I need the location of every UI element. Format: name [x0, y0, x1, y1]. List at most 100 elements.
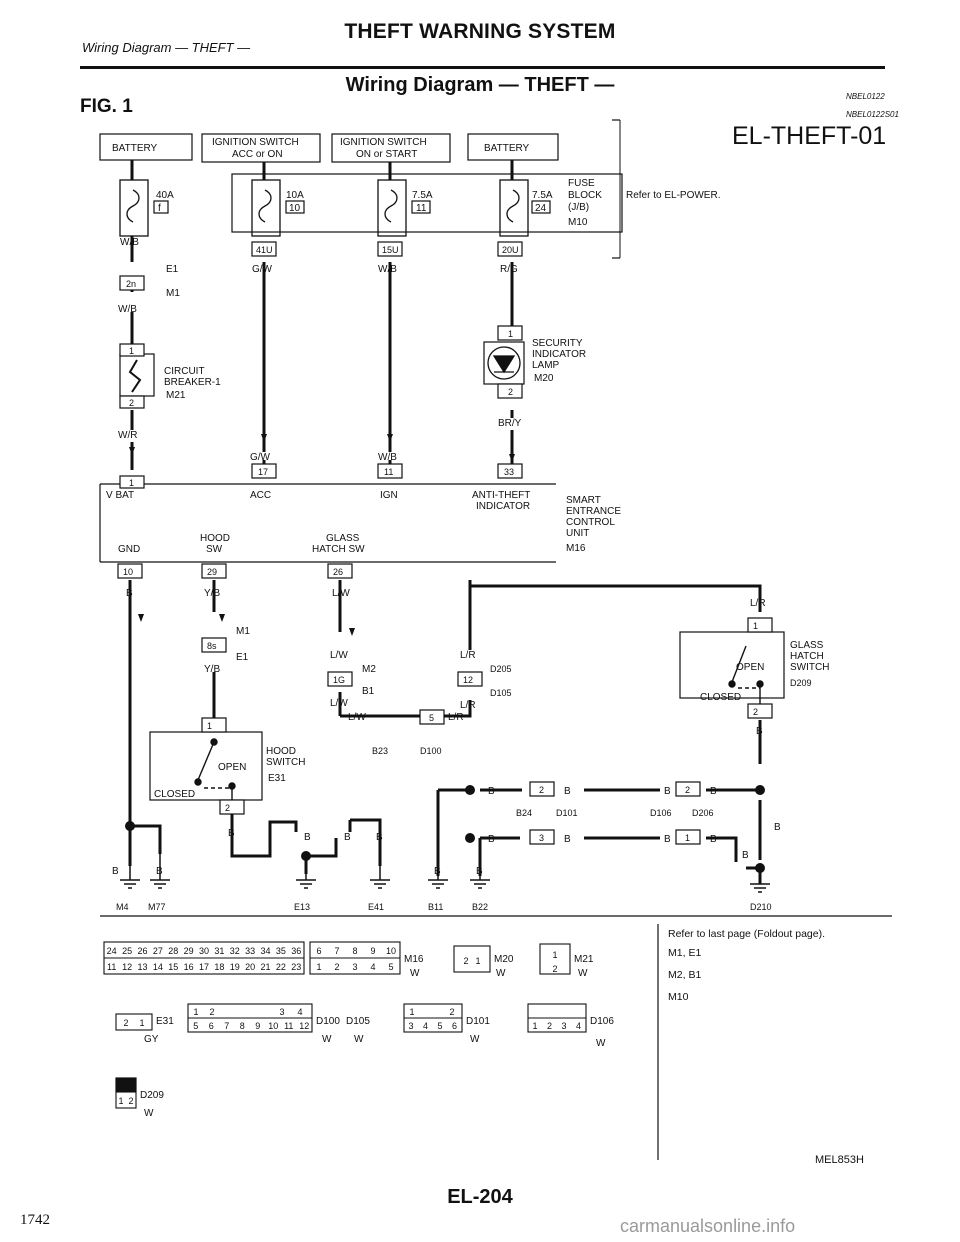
pin-m16s-bottom-5: 5 [388, 962, 393, 972]
cv-m16-color: W [410, 968, 420, 979]
wire-lw-3: L/W [330, 698, 348, 709]
term-5: 5 [429, 713, 434, 723]
watermark: carmanualsonline.info [620, 1216, 796, 1236]
secu-l3: CONTROL [566, 517, 615, 528]
pin-m16-bottom-15: 15 [168, 962, 178, 972]
pin-d100-bottom-6: 6 [209, 1021, 214, 1031]
term-2n: 2n [126, 279, 136, 289]
cv-m21-color: W [578, 968, 588, 979]
wire-lr-3: L/R [460, 700, 476, 711]
wire-yb-1: Y/B [204, 588, 220, 599]
wire-b-8: B [434, 866, 441, 877]
cv-d100-color: W [322, 1034, 332, 1045]
pin-m16s-bottom-4: 4 [370, 962, 375, 972]
term-2-hood: 2 [225, 803, 230, 813]
pin-m16s-top-9: 9 [370, 946, 375, 956]
pin-d209-2: 2 [128, 1096, 133, 1106]
wire-b-7: B [156, 866, 163, 877]
cv-m21-label: M21 [574, 954, 594, 965]
wire-b-5: B [376, 832, 383, 843]
term-29: 29 [207, 567, 217, 577]
term-1-glass: 1 [753, 621, 758, 631]
cv-d106-label: D106 [590, 1016, 614, 1027]
section-title: Wiring Diagram — THEFT — [345, 74, 615, 96]
pin-m16s-bottom-1: 1 [316, 962, 321, 972]
cv-d101-color: W [470, 1034, 480, 1045]
fuse-40a: 40A [156, 190, 174, 201]
pin-m16-bottom-17: 17 [199, 962, 209, 972]
term-2-glass: 2 [753, 707, 758, 717]
ground-b11: B11 [428, 902, 443, 912]
wire-lr-2: L/R [460, 650, 476, 661]
unit-hood-l1: HOOD [200, 533, 230, 544]
cb-conn: M21 [166, 390, 186, 401]
term-41u: 41U [256, 245, 273, 255]
ign-start-l2: ON or START [356, 149, 417, 160]
wire-b-15: B [564, 834, 571, 845]
glass-sw-conn: D209 [790, 678, 812, 688]
pin-m16-bottom-23: 23 [291, 962, 301, 972]
pin-m16-top-35: 35 [276, 946, 286, 956]
wire-b-6: B [112, 866, 119, 877]
wire-wb-2: W/B [378, 264, 397, 275]
wire-yb-2: Y/B [204, 664, 220, 675]
pin-m16-bottom-22: 22 [276, 962, 286, 972]
wire-b-19: B [774, 822, 781, 833]
unit-glass-l1: GLASS [326, 533, 360, 544]
foldout-conn-m1: M1 [668, 947, 683, 959]
wire-b-9: B [476, 866, 483, 877]
wire-wb-1: W/B [120, 237, 139, 248]
lamp-l2: INDICATOR [532, 349, 586, 360]
wire-gw-1: G/W [252, 264, 273, 275]
lamp-l1: SECURITY [532, 338, 583, 349]
pin-m16-top-30: 30 [199, 946, 209, 956]
pin-m16s-top-10: 10 [386, 946, 396, 956]
pin-m20-1: 1 [475, 956, 480, 966]
lamp-conn: M20 [534, 373, 554, 384]
pin-d101-3: 3 [408, 1021, 413, 1031]
term-8s: 8s [207, 641, 217, 651]
term-1-joint: 1 [685, 833, 690, 843]
ign-acc-l2: ACC or ON [232, 149, 283, 160]
pin-m16-top-36: 36 [291, 946, 301, 956]
wire-b-16: B [664, 834, 671, 845]
hood-closed: CLOSED [154, 789, 195, 800]
wire-b-glass: B [756, 726, 763, 737]
pin-m16-bottom-16: 16 [184, 962, 194, 972]
term-2-cb: 2 [129, 398, 134, 408]
pin-d100-bottom-10: 10 [268, 1021, 278, 1031]
term-2-joint-2: 2 [685, 785, 690, 795]
cv-d101-label: D101 [466, 1016, 490, 1027]
battery-left-box [99, 133, 193, 161]
conn-m1-1: M1 [166, 288, 180, 299]
page-title: THEFT WARNING SYSTEM [344, 20, 616, 43]
header-rule [80, 66, 885, 69]
figure-code: MEL853H [815, 1154, 864, 1166]
pin-m16-top-29: 29 [184, 946, 194, 956]
conn-b23: B23 [372, 746, 388, 756]
unit-acc: ACC [250, 490, 271, 501]
pin-m16-bottom-11: 11 [107, 962, 116, 972]
wire-wb-4: W/B [378, 452, 397, 463]
term-12: 12 [463, 675, 473, 685]
pin-m16s-bottom-2: 2 [334, 962, 339, 972]
unit-anti-l2: INDICATOR [476, 501, 530, 512]
pin-m16-top-32: 32 [230, 946, 240, 956]
glass-open: OPEN [736, 662, 764, 673]
pin-m16-top-31: 31 [214, 946, 224, 956]
term-1-hood: 1 [207, 721, 212, 731]
term-10: 10 [123, 567, 133, 577]
cv-d105-label: D105 [346, 1016, 370, 1027]
hood-sw-l1: HOOD [266, 746, 296, 757]
cv-m16-label: M16 [404, 954, 424, 965]
conn-d205: D205 [490, 664, 512, 674]
pin-d100-top-1: 1 [193, 1007, 198, 1017]
cv-d209-label: D209 [140, 1090, 164, 1101]
wire-lw-1: L/W [332, 588, 350, 599]
fuse-7-5a-2-pos: 24 [535, 203, 547, 214]
term-15u: 15U [382, 245, 399, 255]
pin-m16s-top-8: 8 [352, 946, 357, 956]
term-20u: 20U [502, 245, 519, 255]
pin-d100-top-2: 2 [209, 1007, 214, 1017]
